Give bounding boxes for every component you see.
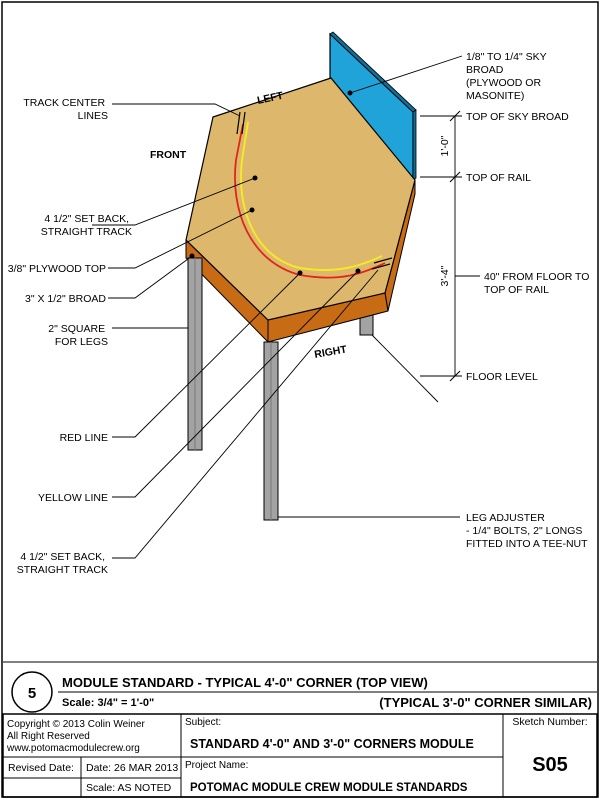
sketch-number: S05 — [532, 754, 568, 776]
dot-sky — [347, 90, 353, 96]
dot-broad — [189, 253, 195, 259]
copyright-block: Copyright © 2013 Colin Weiner All Right … — [6, 719, 148, 754]
detail-number: 5 — [28, 685, 36, 702]
project-label: Project Name: — [185, 760, 248, 771]
yellow-track-line — [240, 121, 383, 272]
project-value: POTOMAC MODULE CREW MODULE STANDARDS — [190, 782, 468, 794]
sketch-label: Sketch Number: — [512, 716, 587, 728]
dot-red — [297, 270, 303, 276]
label-leg-adjuster: LEG ADJUSTER - 1/4" BOLTS, 2" LONGS FITT… — [466, 512, 588, 550]
revised-label: Revised Date: — [8, 762, 74, 774]
detail-title: MODULE STANDARD - TYPICAL 4'-0" CORNER (… — [62, 675, 428, 690]
subject-label: Subject: — [185, 717, 221, 728]
label-track-center: TRACK CENTER LINES — [23, 97, 108, 122]
leader-red-line — [112, 272, 301, 438]
dim-tick-2 — [449, 171, 461, 183]
dot-plywood — [249, 207, 255, 213]
red-track-line — [234, 123, 386, 279]
label-sky-board: 1/8" TO 1/4" SKY BROAD (PLYWOOD OR MASON… — [466, 51, 549, 102]
label-broad: 3" X 1/2" BROAD — [25, 293, 106, 305]
leader-floor — [371, 334, 439, 403]
label-setback-bottom: 4 1/2" SET BACK, STRAIGHT TRACK — [17, 551, 108, 576]
leader-setback-top — [92, 177, 256, 226]
detail-note: (TYPICAL 3'-0" CORNER SIMILAR) — [379, 695, 592, 710]
label-dim-rail: 3'-4" — [439, 265, 451, 286]
leader-sky-board — [349, 55, 463, 94]
leader-track-center — [112, 103, 241, 117]
label-floor-level: FLOOR LEVEL — [466, 371, 538, 383]
detail-scale: Scale: 3/4" = 1'-0" — [62, 697, 154, 709]
leader-plywood — [108, 209, 253, 269]
sky-board-side — [412, 109, 417, 181]
label-top-sky: TOP OF SKY BROAD — [466, 111, 569, 123]
label-setback-top: 4 1/2" SET BACK, STRAIGHT TRACK — [41, 213, 132, 238]
track-center-tick-left-2 — [241, 111, 246, 135]
date-value: Date: 26 MAR 2013 — [86, 762, 178, 774]
leader-setback-bottom — [112, 269, 379, 559]
label-yellow-line: YELLOW LINE — [38, 492, 108, 504]
label-top-rail: TOP OF RAIL — [466, 172, 531, 184]
title-block-frame — [2, 713, 598, 798]
label-floor-to-rail: 40" FROM FLOOR TO TOP OF RAIL — [484, 271, 592, 296]
scale-note: Scale: AS NOTED — [86, 782, 172, 794]
track-center-tick-right — [373, 257, 393, 264]
label-dim-sky: 1'-0" — [439, 135, 451, 156]
dot-setback-top — [252, 175, 258, 181]
dim-tick-1 — [449, 110, 461, 122]
subject-value: STANDARD 4'-0" AND 3'-0" CORNERS MODULE — [190, 737, 474, 751]
plywood-top — [185, 77, 416, 321]
label-legs: 2" SQUARE FOR LEGS — [48, 323, 108, 348]
leader-broad — [108, 255, 193, 299]
detail-number-circle — [11, 671, 53, 713]
label-plywood-top: 3/8" PLYWOOD TOP — [8, 263, 106, 275]
track-center-tick-right-2 — [371, 263, 391, 270]
label-left: LEFT — [256, 90, 285, 107]
dim-tick-3 — [449, 370, 461, 382]
dot-yellow — [355, 268, 361, 274]
label-red-line: RED LINE — [60, 432, 108, 444]
label-front: FRONT — [150, 149, 187, 161]
label-right: RIGHT — [313, 343, 348, 361]
leader-yellow-line — [112, 270, 359, 498]
